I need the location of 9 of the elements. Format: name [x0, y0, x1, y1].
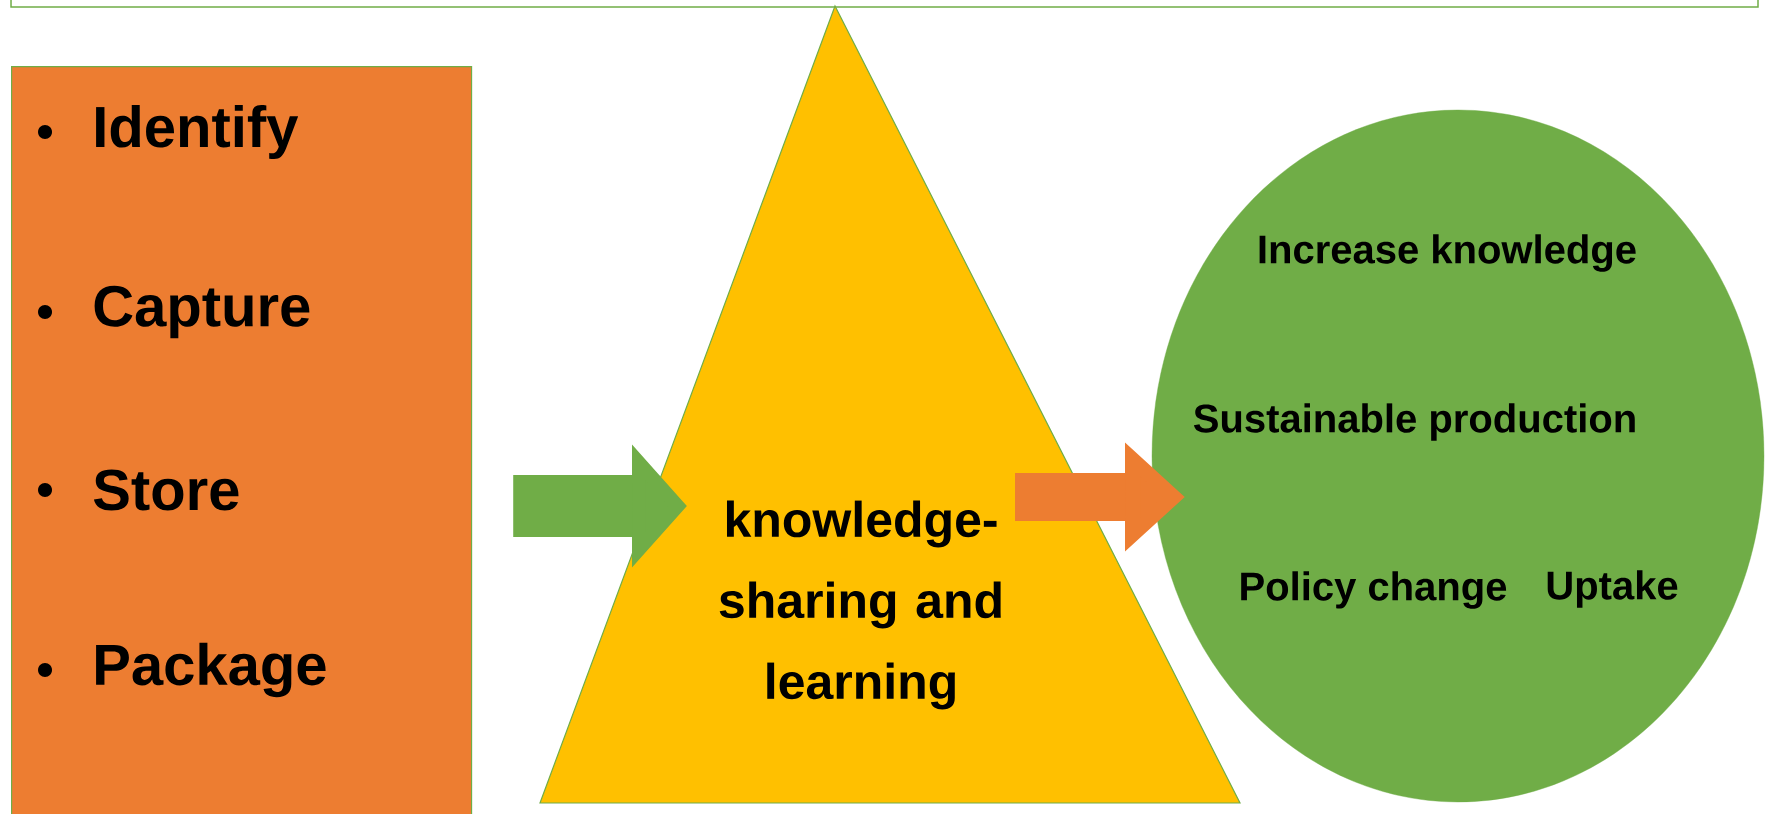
outcome-label: Sustainable production	[1193, 403, 1635, 441]
outcome-label: Policy change	[1241, 571, 1507, 609]
outcome-label: Increase knowledge	[1259, 234, 1636, 272]
list-item: Package	[38, 642, 326, 698]
list-item: Capture	[38, 285, 310, 339]
outcome-label: Uptake	[1547, 570, 1678, 608]
triangle-label: knowledge-sharing and learning	[719, 500, 1001, 710]
list-item: Store	[38, 469, 239, 511]
list-item: Identify	[38, 104, 299, 159]
